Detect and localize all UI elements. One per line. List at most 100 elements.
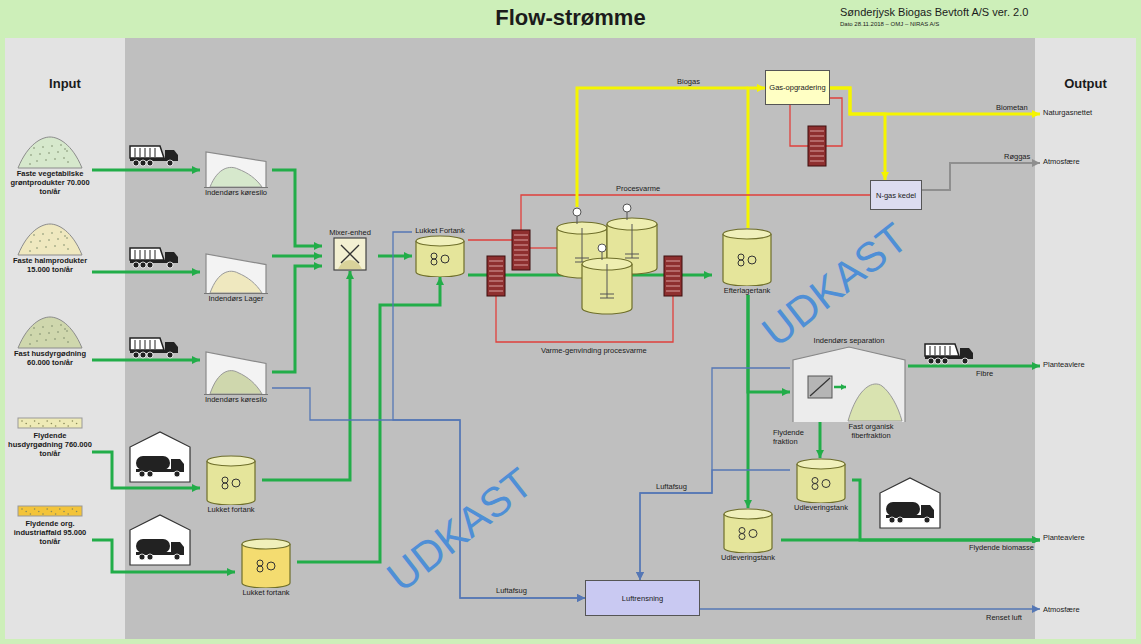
texture-dot	[42, 513, 44, 515]
node-label: Udleveringstank	[715, 553, 781, 562]
texture-dot	[64, 235, 66, 237]
texture-dot	[46, 420, 48, 422]
biogas-line	[577, 88, 748, 207]
flow-connector	[922, 163, 1040, 190]
mixer-cross	[341, 245, 359, 263]
texture-dot	[30, 241, 32, 243]
storage-tank-icon	[790, 458, 852, 503]
texture-dot	[57, 151, 59, 153]
texture-dot	[45, 159, 47, 161]
texture-dot	[36, 247, 38, 249]
process-box: N-gas kedel	[870, 180, 922, 210]
dump-truck	[130, 146, 178, 166]
dump-truck	[130, 338, 178, 358]
flow-connector	[262, 271, 350, 480]
input-column: InputFaste vegetabilske grøntprodukter 7…	[5, 38, 125, 639]
output-target: Naturgasnettet	[1040, 108, 1132, 117]
flow-connector	[748, 88, 765, 228]
agitator-symbol	[431, 259, 437, 265]
texture-dot	[38, 423, 40, 425]
flow-label: Luftafsug	[655, 482, 688, 491]
mixer-housing	[334, 238, 366, 270]
digester-tank	[582, 244, 632, 314]
agitator-symbol	[739, 528, 745, 534]
flow-connector	[747, 295, 750, 508]
storage-tank: Lukket fortank	[235, 538, 297, 597]
header-date: Dato 28.11.2018 – OMJ – NIRAS A/S	[840, 21, 939, 28]
fiber-flow-head	[841, 384, 846, 390]
texture-dot	[48, 152, 50, 154]
node-label: Fast husdyrgødning 60.000 ton/år	[8, 349, 92, 367]
tank-body	[242, 544, 290, 588]
liquid-layer	[18, 506, 82, 516]
building-outline	[206, 352, 266, 395]
tank-top	[207, 456, 255, 466]
texture-dot	[67, 248, 69, 250]
input-liquid: Flydende husdyrgødning 760.000 ton/år	[8, 415, 92, 458]
node-label: Naturgasnettet	[1043, 108, 1132, 117]
node-label: Flydende org. industriaffald 95.000 ton/…	[8, 519, 92, 546]
tank-top	[242, 539, 290, 549]
texture-dot	[21, 508, 23, 510]
heat-exchanger	[512, 230, 530, 270]
node-label: Luftrensning	[622, 594, 663, 603]
texture-dot	[60, 324, 62, 326]
column-heading: Input	[5, 76, 125, 92]
heat-exchanger	[487, 256, 505, 296]
floor-line	[204, 394, 268, 395]
texture-dot	[30, 334, 32, 336]
material-pile	[18, 137, 82, 168]
input-pile-icon	[8, 135, 92, 169]
agitator-symbol	[257, 560, 263, 566]
output-target: Planteavlere	[1040, 533, 1132, 542]
flow-label: Flydende fraktion	[772, 428, 818, 446]
texture-dot	[39, 333, 41, 335]
output-target: Atmosfære	[1040, 157, 1132, 166]
texture-dot	[42, 233, 44, 235]
agitator-symbol	[441, 255, 449, 263]
node-label: Lukket fortank	[235, 588, 297, 597]
node-label: Planteavlere	[1043, 360, 1132, 369]
flow-connector	[92, 359, 200, 362]
storage-building: Indendørs køresilo	[200, 350, 272, 404]
flow-connector	[92, 169, 200, 172]
texture-dot	[63, 157, 65, 159]
heat-exchanger	[808, 126, 826, 166]
loop-label: Varme-genvinding procesvarme	[540, 346, 648, 355]
tank-body	[207, 461, 255, 505]
agitator-symbol	[738, 260, 744, 266]
flow-label: Procesvarme	[615, 184, 661, 193]
mixed-material	[338, 260, 362, 269]
texture-dot	[55, 513, 57, 515]
texture-dot	[67, 161, 69, 163]
storage-building-icon	[200, 350, 272, 395]
texture-dot	[36, 160, 38, 162]
texture-dot	[57, 238, 59, 240]
node-label: Lukket Fortank	[412, 226, 468, 235]
storage-tank-icon	[712, 228, 782, 286]
tanker-garage	[880, 478, 940, 528]
tank-body	[723, 234, 771, 286]
texture-dot	[39, 240, 41, 242]
tank-body	[724, 514, 772, 553]
input-pile-icon	[8, 222, 92, 256]
texture-dot	[55, 425, 57, 427]
node-label: Udleveringstank	[790, 503, 852, 512]
flow-connector	[908, 365, 1040, 368]
texture-dot	[34, 508, 36, 510]
texture-dot	[29, 250, 31, 252]
dump-truck	[130, 248, 178, 268]
header-company: Sønderjysk Biogas Bevtoft A/S ver. 2.0	[840, 6, 1028, 19]
floor-line	[204, 293, 268, 294]
texture-dot	[30, 154, 32, 156]
flow-connector	[819, 422, 822, 458]
texture-dot	[51, 232, 53, 234]
texture-dot	[34, 420, 36, 422]
node-label: Indendørs køresilo	[200, 395, 272, 404]
building-outline	[206, 254, 266, 294]
input-pile: Faste halmprodukter 15.000 ton/år	[8, 222, 92, 274]
texture-dot	[42, 146, 44, 148]
texture-dot	[33, 327, 35, 329]
texture-dot	[39, 153, 41, 155]
texture-dot	[67, 425, 69, 427]
